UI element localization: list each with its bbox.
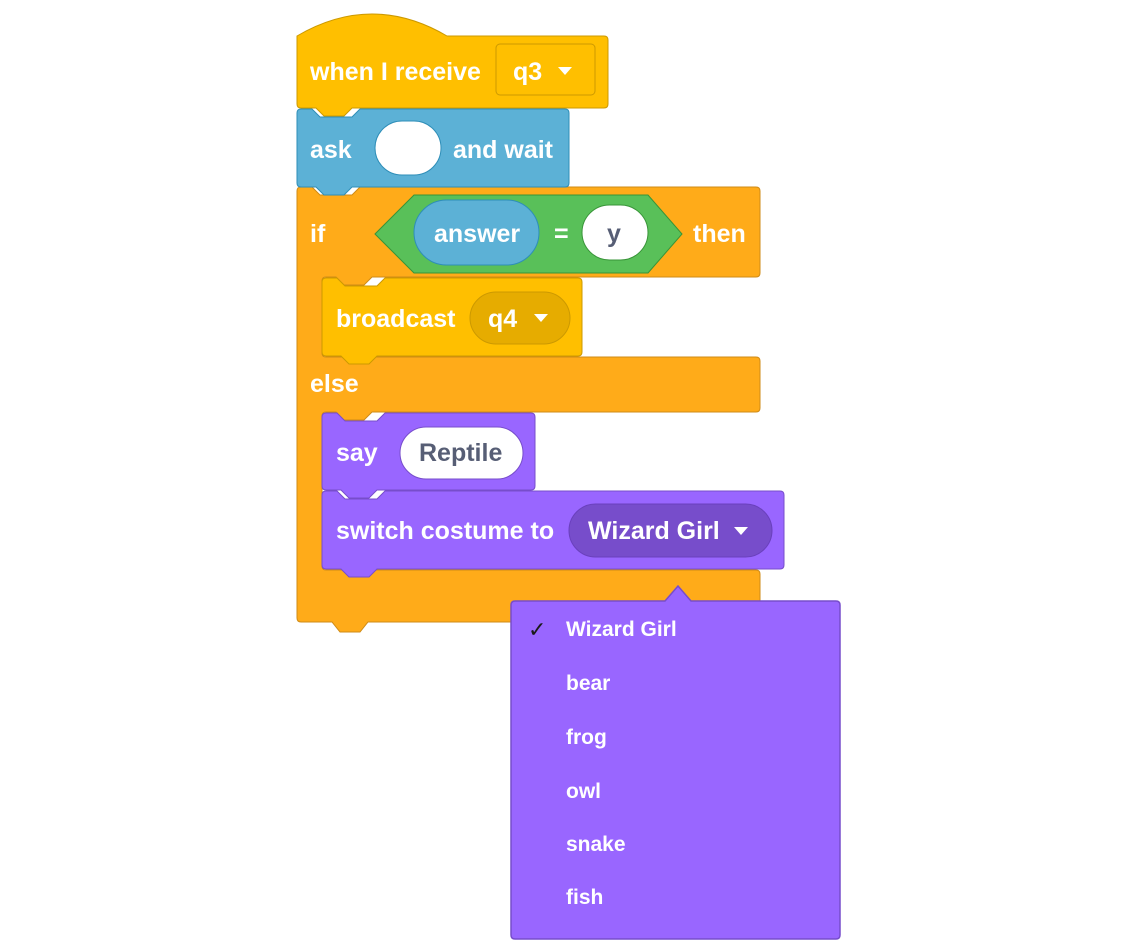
answer-reporter[interactable] — [413, 199, 540, 266]
say-input[interactable] — [399, 426, 524, 480]
say-value[interactable]: Reptile — [419, 439, 503, 467]
broadcast-message-value: q4 — [488, 305, 518, 333]
answer-label: answer — [434, 220, 521, 248]
message-dropdown-arrow-icon[interactable] — [558, 67, 572, 75]
dropdown-option[interactable]: Wizard Girl — [566, 618, 677, 641]
if-label: if — [310, 220, 326, 248]
say-label: say — [336, 439, 378, 467]
equals-right-value[interactable]: y — [607, 220, 621, 248]
costume-dropdown-arrow-icon[interactable] — [734, 527, 748, 535]
dropdown-option[interactable]: bear — [566, 672, 611, 695]
else-label: else — [310, 370, 359, 398]
costume-dropdown-menu — [510, 584, 841, 940]
dropdown-option[interactable]: fish — [566, 886, 604, 909]
ask-label: ask — [310, 136, 352, 164]
message-value: q3 — [513, 58, 543, 86]
costume-dropdown[interactable] — [568, 503, 773, 558]
and-wait-label: and wait — [453, 136, 554, 164]
message-dropdown[interactable] — [495, 43, 596, 96]
broadcast-dropdown-arrow-icon[interactable] — [534, 314, 548, 322]
ask-input[interactable] — [374, 120, 442, 176]
dropdown-option[interactable]: snake — [566, 833, 626, 856]
dropdown-option[interactable]: frog — [566, 726, 607, 749]
checkmark-icon: ✓ — [528, 617, 547, 642]
when-i-receive-label: when I receive — [310, 58, 481, 86]
dropdown-option[interactable]: owl — [566, 780, 601, 803]
equals-right-input[interactable] — [581, 204, 649, 261]
switch-costume-label: switch costume to — [336, 517, 555, 545]
costume-value: Wizard Girl — [588, 517, 720, 545]
then-label: then — [693, 220, 746, 248]
equals-sign: = — [554, 220, 569, 248]
broadcast-message-dropdown[interactable] — [469, 291, 571, 345]
broadcast-label: broadcast — [336, 305, 456, 333]
